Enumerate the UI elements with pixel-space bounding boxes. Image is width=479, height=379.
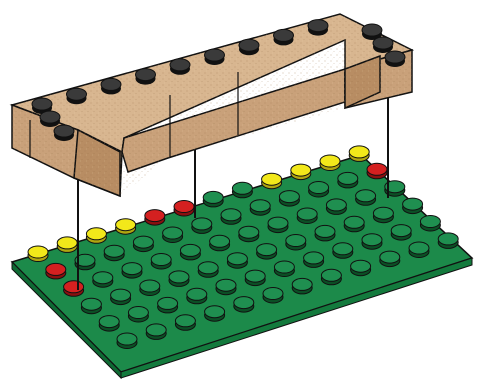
stud-green	[315, 225, 335, 237]
stud-green	[403, 198, 423, 210]
stud-green	[245, 270, 265, 282]
brick-stud	[274, 29, 294, 41]
stud-green	[286, 235, 306, 247]
stud-green	[192, 218, 212, 230]
stud-green	[279, 191, 299, 203]
brick-stud	[308, 20, 328, 32]
stud-green	[122, 263, 142, 275]
stud-yellow	[57, 237, 77, 249]
brick-stud	[40, 111, 60, 123]
brick-stud	[239, 39, 259, 51]
stud-green	[104, 245, 124, 257]
stud-green	[356, 190, 376, 202]
stud-green	[304, 252, 324, 264]
brick-stud	[385, 51, 405, 63]
stud-green	[338, 172, 358, 184]
stud-yellow	[320, 155, 340, 167]
stud-green	[380, 251, 400, 263]
stud-green	[93, 272, 113, 284]
stud-green	[263, 288, 283, 300]
brick-stud	[362, 24, 382, 36]
stud-green	[420, 216, 440, 228]
stud-green	[221, 209, 241, 221]
brick-stud	[101, 78, 121, 90]
stud-green	[391, 225, 411, 237]
stud-green	[210, 235, 230, 247]
stud-green	[351, 260, 371, 272]
stud-green	[203, 191, 223, 203]
stud-green	[297, 208, 317, 220]
stud-red	[174, 201, 194, 213]
brick-stud	[136, 69, 156, 81]
stud-green	[232, 182, 252, 194]
stud-green	[169, 271, 189, 283]
stud-yellow	[28, 246, 48, 258]
stud-green	[216, 279, 236, 291]
stud-green	[274, 261, 294, 273]
stud-green	[111, 289, 131, 301]
stud-green	[117, 333, 137, 345]
stud-green	[257, 244, 277, 256]
stud-green	[239, 226, 259, 238]
stud-green	[292, 278, 312, 290]
stud-red	[145, 210, 165, 222]
stud-green	[234, 297, 254, 309]
brick-stud	[373, 37, 393, 49]
stud-green	[151, 254, 171, 266]
stud-green	[180, 244, 200, 256]
stud-green	[309, 182, 329, 194]
stud-red	[64, 281, 84, 293]
stud-yellow	[291, 164, 311, 176]
stud-green	[409, 242, 429, 254]
stud-green	[344, 216, 364, 228]
stud-green	[99, 316, 119, 328]
stud-green	[438, 233, 458, 245]
brick-stud	[32, 98, 52, 110]
stud-green	[362, 234, 382, 246]
stud-red	[367, 163, 387, 175]
brick-stud	[205, 49, 225, 61]
stud-green	[268, 217, 288, 229]
stud-green	[227, 253, 247, 265]
stud-green	[333, 243, 353, 255]
stud-yellow	[262, 173, 282, 185]
stud-green	[187, 288, 207, 300]
brick-stud	[54, 125, 74, 137]
stud-yellow	[349, 146, 369, 158]
brick-stud	[170, 59, 190, 71]
stud-green	[205, 306, 225, 318]
stud-green	[250, 200, 270, 212]
stud-green	[128, 307, 148, 319]
stud-green	[326, 199, 346, 211]
stud-green	[81, 298, 101, 310]
stud-green	[133, 236, 153, 248]
stud-green	[158, 297, 178, 309]
stud-green	[198, 262, 218, 274]
stud-red	[46, 263, 66, 275]
stud-green	[373, 207, 393, 219]
stud-yellow	[116, 219, 136, 231]
stud-green	[321, 269, 341, 281]
stud-yellow	[86, 228, 106, 240]
stud-green	[163, 227, 183, 239]
stud-green	[175, 315, 195, 327]
stud-green	[146, 324, 166, 336]
stud-green	[140, 280, 160, 292]
brick-stud	[67, 88, 87, 100]
